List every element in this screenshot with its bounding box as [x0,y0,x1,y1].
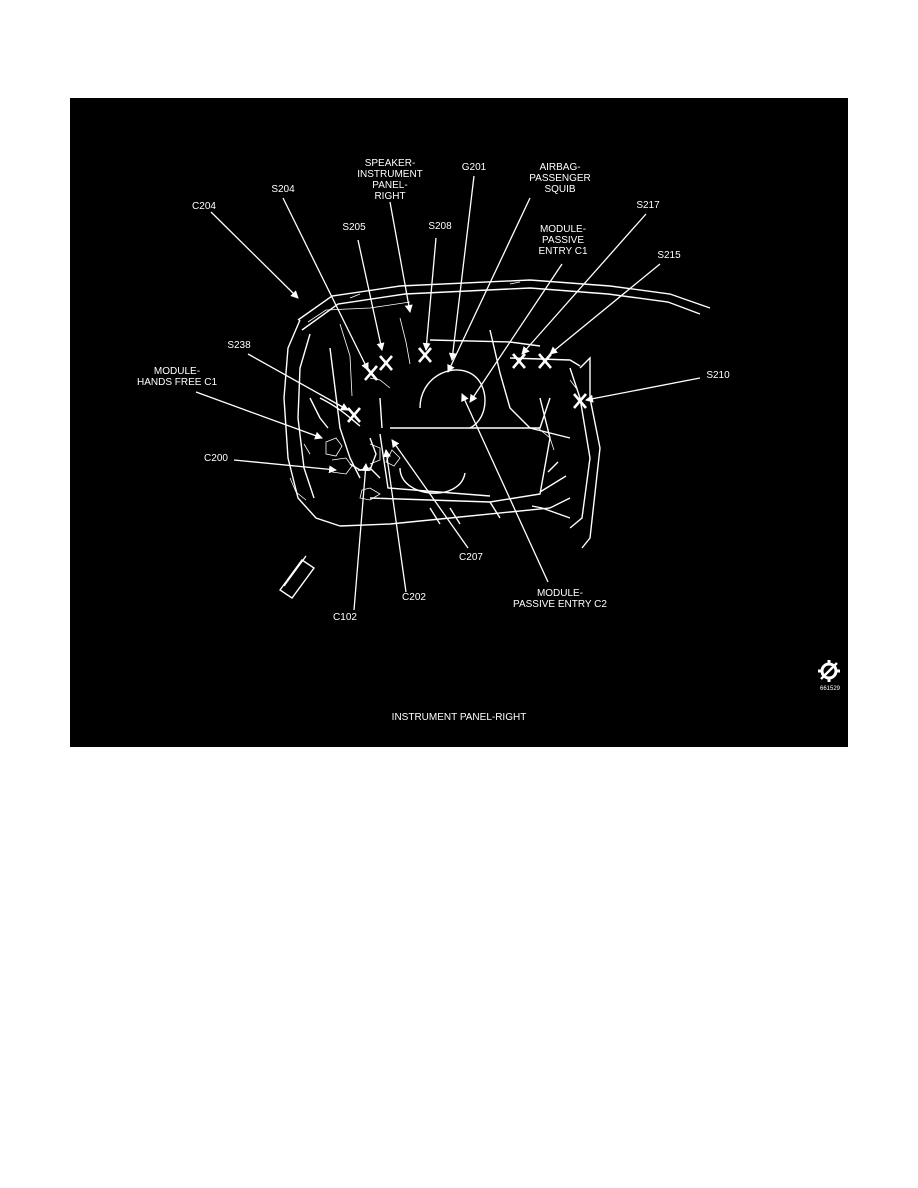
splice-marker-s205 [379,355,393,371]
splice-marker-s210 [573,393,587,409]
label-speaker-instrument-panel-right: SPEAKER- INSTRUMENT PANEL- RIGHT [357,158,423,202]
leader-s215 [549,263,661,355]
label-module-passive-entry-c1: MODULE- PASSIVE ENTRY C1 [538,224,587,257]
label-module-hands-free-c1: MODULE- HANDS FREE C1 [137,366,217,388]
diagram-figure: SPEAKER- INSTRUMENT PANEL- RIGHT G201 AI… [70,98,848,747]
leader-s210 [585,377,701,403]
label-line: SQUIB [544,184,576,195]
leader-s217 [521,213,647,355]
leader-s204 [282,197,369,371]
label-line: SPEAKER- [364,158,416,169]
leader-passive-c1 [469,263,563,403]
label-c202: C202 [402,592,426,603]
label-c102: C102 [333,612,357,623]
label-c207: C207 [459,552,483,563]
leader-s238 [247,353,349,411]
figure-caption: INSTRUMENT PANEL-RIGHT [391,712,527,723]
splice-markers [347,347,587,423]
label-module-passive-entry-c2: MODULE- PASSIVE ENTRY C2 [513,588,607,610]
label-s205: S205 [342,222,366,233]
label-line: PASSIVE ENTRY C2 [513,599,607,610]
label-line: PASSENGER [529,173,591,184]
front-arrow-icon [279,555,315,599]
label-c204: C204 [192,201,216,212]
dashboard-outline [283,279,711,549]
label-line: PASSIVE [541,235,585,246]
label-s210: S210 [706,370,730,381]
splice-marker-s217 [512,353,526,369]
dashboard-detail [289,281,577,501]
leader-c200 [233,459,337,474]
leader-passive-c2 [461,393,549,583]
logo-gear-icon [818,660,840,682]
label-line: PANEL- [372,180,408,191]
instrument-panel-drawing [195,175,840,682]
figure-id: 661529 [819,686,841,692]
splice-marker-s204 [364,365,378,381]
leader-c102 [353,463,370,611]
label-line: AIRBAG- [539,162,581,173]
label-g201: G201 [461,162,487,173]
leader-hands-free [195,391,323,440]
label-line: HANDS FREE C1 [136,377,218,388]
label-s204: S204 [271,184,295,195]
label-s217: S217 [636,200,660,211]
splice-marker-s215 [538,353,552,369]
label-s215: S215 [657,250,681,261]
splice-marker-s238 [347,407,361,423]
label-s208: S208 [428,221,452,232]
label-line: INSTRUMENT [357,169,423,180]
leader-airbag [447,197,531,373]
label-s238: S238 [227,340,251,351]
leader-g201 [448,175,475,361]
label-line: ENTRY C1 [538,246,588,257]
leader-c204 [210,211,299,299]
leader-s208 [422,237,437,351]
label-line: MODULE- [536,588,584,599]
label-line: MODULE- [153,366,201,377]
label-line: RIGHT [374,191,406,202]
leader-s205 [357,239,385,351]
leader-speaker [389,201,413,313]
splice-marker-s208 [418,347,432,363]
label-airbag-passenger-squib: AIRBAG- PASSENGER SQUIB [529,162,591,195]
leader-c202 [383,449,407,593]
label-line: MODULE- [539,224,587,235]
leader-lines [195,175,701,611]
label-c200: C200 [204,453,228,464]
leader-c207 [391,439,469,549]
